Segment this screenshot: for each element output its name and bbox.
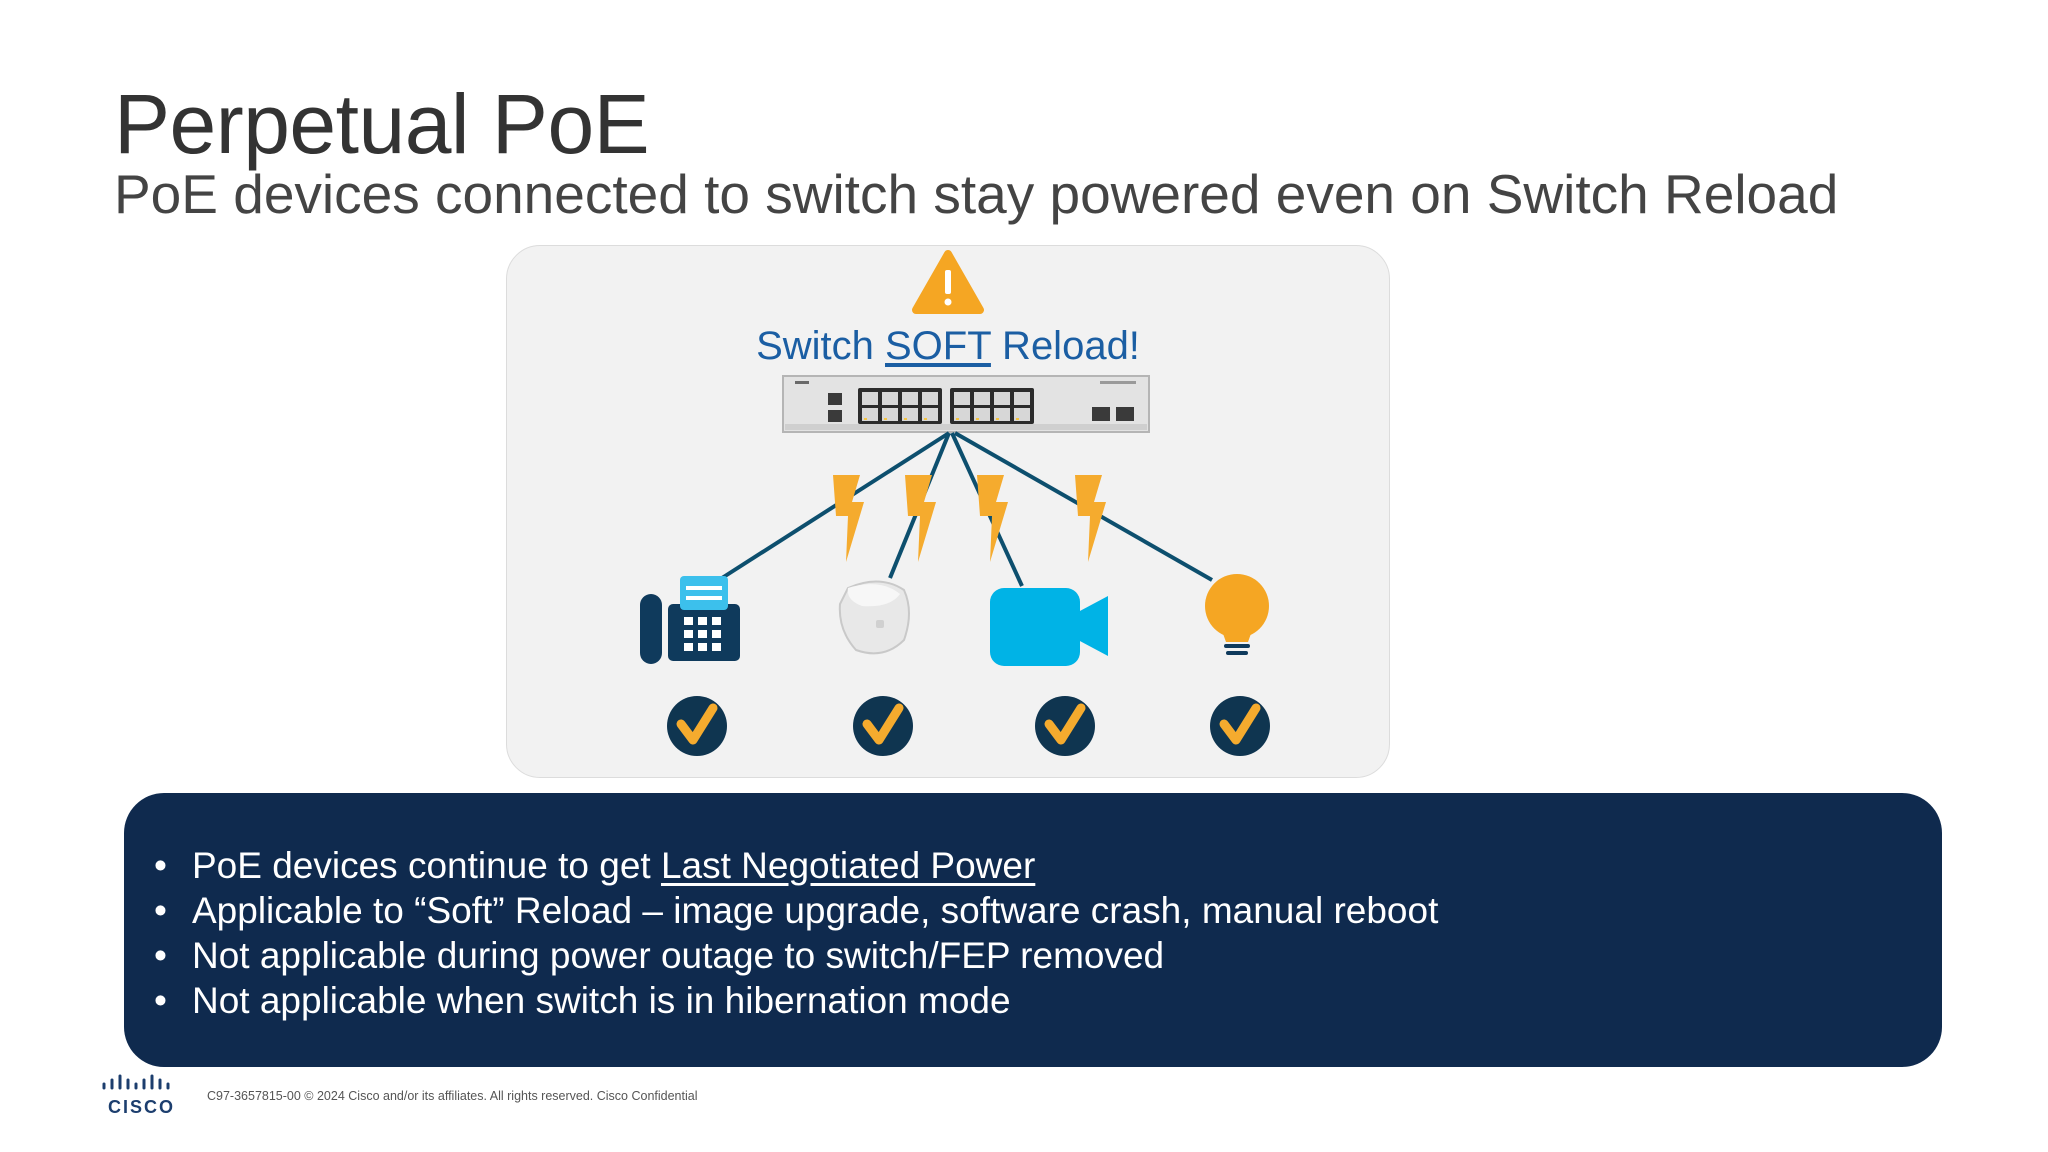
slide-title: Perpetual PoE	[114, 77, 650, 171]
check-circle-icon	[667, 696, 727, 756]
info-box: PoE devices continue to get Last Negotia…	[124, 793, 1942, 1067]
bullet-list: PoE devices continue to get Last Negotia…	[154, 843, 1902, 1023]
caption-suffix: Reload!	[990, 324, 1140, 368]
warning-icon	[912, 250, 984, 314]
footer-copyright: C97-3657815-00 © 2024 Cisco and/or its a…	[207, 1089, 698, 1103]
access-point-icon	[838, 580, 910, 655]
bullet-item: Applicable to “Soft” Reload – image upgr…	[154, 888, 1902, 933]
cisco-bridge-icon	[102, 1074, 170, 1090]
bullet-item: Not applicable during power outage to sw…	[154, 933, 1902, 978]
bullet-item: Not applicable when switch is in hiberna…	[154, 978, 1902, 1023]
bullet-item: PoE devices continue to get Last Negotia…	[154, 843, 1902, 888]
last-negotiated-power-link[interactable]: Last Negotiated Power	[660, 845, 1036, 886]
lightning-bolt-icon	[1075, 475, 1106, 562]
caption-emphasis: SOFT	[885, 324, 991, 368]
cisco-wordmark: CISCO	[108, 1097, 176, 1117]
cisco-logo: CISCO	[100, 1074, 180, 1117]
check-circle-icon	[1210, 696, 1270, 756]
caption-prefix: Switch	[756, 324, 885, 368]
lightning-bolt-icon	[977, 475, 1008, 562]
poe-links	[720, 431, 1213, 587]
lightning-bolt-icon	[905, 475, 936, 562]
lightning-bolt-icon	[833, 475, 864, 562]
diagram-panel	[506, 245, 1390, 778]
reload-caption: Switch SOFT Reload!	[506, 324, 1390, 368]
slide-subtitle: PoE devices connected to switch stay pow…	[114, 163, 1839, 225]
check-circle-icon	[1035, 696, 1095, 756]
check-badges	[667, 696, 1270, 756]
power-bolts	[833, 475, 1106, 562]
ip-phone-icon	[640, 576, 740, 664]
bullet-1-text: PoE devices continue to get	[192, 845, 661, 886]
check-circle-icon	[853, 696, 913, 756]
network-switch-icon	[782, 375, 1150, 433]
video-camera-icon	[990, 588, 1108, 666]
light-bulb-icon	[1205, 574, 1269, 655]
